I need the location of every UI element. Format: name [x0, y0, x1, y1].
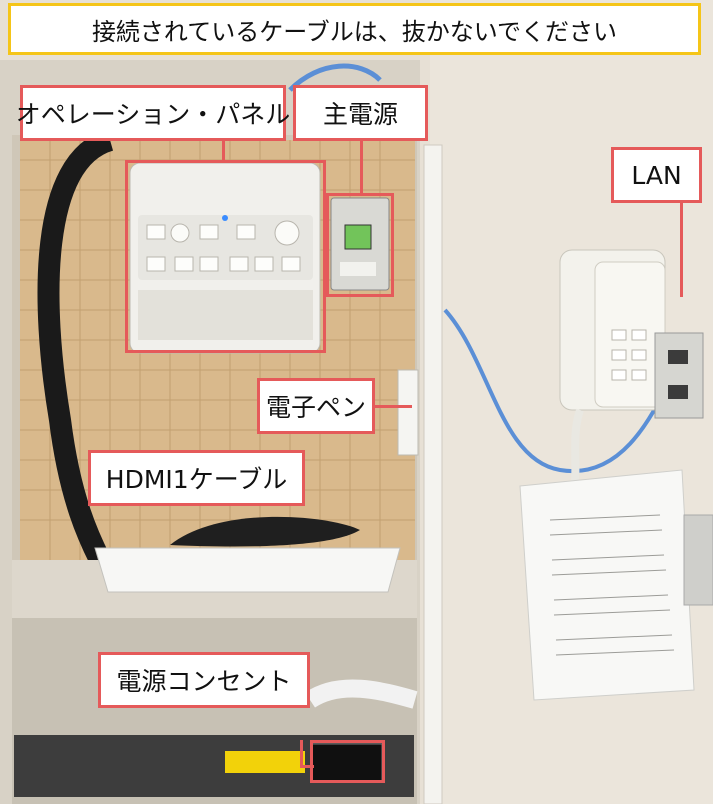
outlet-label: 電源コンセント: [98, 652, 310, 708]
pen-connector: [372, 405, 412, 408]
operation-panel-highlight: [125, 160, 326, 353]
outlet-highlight: [310, 740, 385, 783]
main-power-label: 主電源: [293, 85, 428, 141]
operation-panel-label: オペレーション・パネル: [16, 85, 290, 141]
main-power-highlight: [326, 193, 394, 297]
pen-label: 電子ペン: [257, 378, 375, 434]
operation-panel-connector: [222, 140, 225, 162]
lan-connector: [680, 200, 683, 297]
outlet-connector-horizontal: [300, 765, 314, 768]
lan-label: LAN: [611, 147, 702, 203]
hdmi-label: HDMI1ケーブル: [88, 450, 305, 506]
outlet-connector: [300, 740, 303, 768]
main-power-connector: [360, 140, 363, 195]
warning-banner: 接続されているケーブルは、抜かないでください: [8, 3, 701, 55]
